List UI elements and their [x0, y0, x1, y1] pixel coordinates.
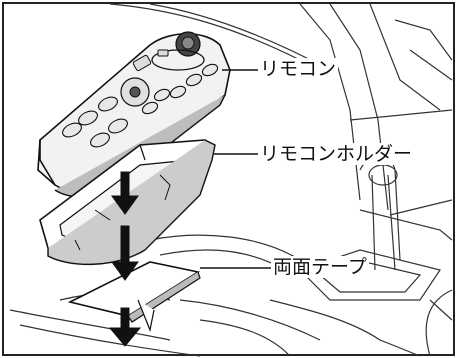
callout-remote-holder: リモコンホルダー: [258, 143, 415, 165]
car-console-background: [9, 3, 453, 357]
callout-double-sided-tape: 両面テープ: [271, 256, 369, 278]
callout-remote: リモコン: [258, 58, 339, 80]
installation-arrows: [108, 171, 142, 347]
arrow-holder-to-tape: [111, 225, 139, 281]
arrow-tape-to-console: [108, 307, 142, 347]
arrow-remote-to-holder: [111, 171, 139, 215]
double-sided-tape-drawing: [67, 261, 201, 333]
leader-lines: [200, 69, 271, 269]
